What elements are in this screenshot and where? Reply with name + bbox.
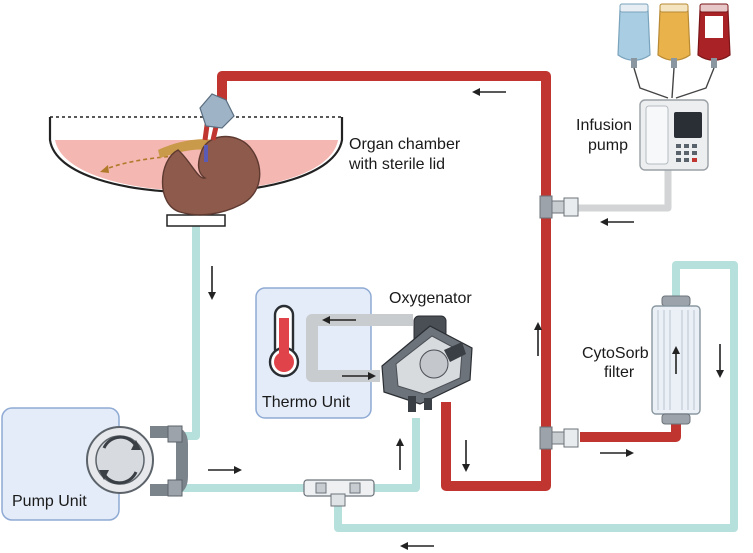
cytosorb-label-line2: filter <box>604 364 635 381</box>
flow-arrow-icon <box>462 440 470 472</box>
flow-arrow-icon <box>322 316 356 324</box>
cytosorb-label-line1: CytoSorb <box>582 345 649 362</box>
chamber-outlet-port <box>166 214 226 227</box>
oxygenator-icon <box>381 315 473 412</box>
flow-arrow-icon <box>716 344 724 378</box>
flow-arrow-icon <box>534 322 542 356</box>
organ-chamber <box>48 93 344 227</box>
kidney-icon <box>161 93 261 216</box>
infusion-pump-label-line1: Infusion <box>576 117 633 134</box>
flow-arrow-icon <box>672 346 680 374</box>
pump-unit-label: Pump Unit <box>12 493 87 510</box>
flow-arrow-icon <box>472 88 506 96</box>
thermometer-icon <box>268 304 300 378</box>
filter-connector <box>539 426 579 450</box>
iv-bag-icon <box>617 3 731 99</box>
flow-arrow-icon <box>600 218 634 226</box>
organ-chamber-label-line1: Organ chamber <box>349 136 461 153</box>
flow-arrow-icon <box>208 266 216 300</box>
thermo-unit-label: Thermo Unit <box>262 394 351 411</box>
flow-arrow-icon <box>600 449 634 457</box>
organ-chamber-label-line2: with sterile lid <box>349 156 446 173</box>
infusion-pump-label-line2: pump <box>588 137 629 154</box>
flow-arrow-icon <box>400 542 434 550</box>
flow-arrows <box>208 88 724 550</box>
infusion-connector <box>539 195 579 219</box>
infusion-tubing <box>578 170 672 212</box>
oxygenator-label: Oxygenator <box>389 290 472 307</box>
flow-arrow-icon <box>396 438 404 470</box>
infusion-pump-icon <box>639 99 709 171</box>
flow-arrow-icon <box>342 372 376 380</box>
roller-pump-icon <box>86 425 188 497</box>
venous-t-connector <box>303 479 375 507</box>
flow-arrow-icon <box>208 466 242 474</box>
